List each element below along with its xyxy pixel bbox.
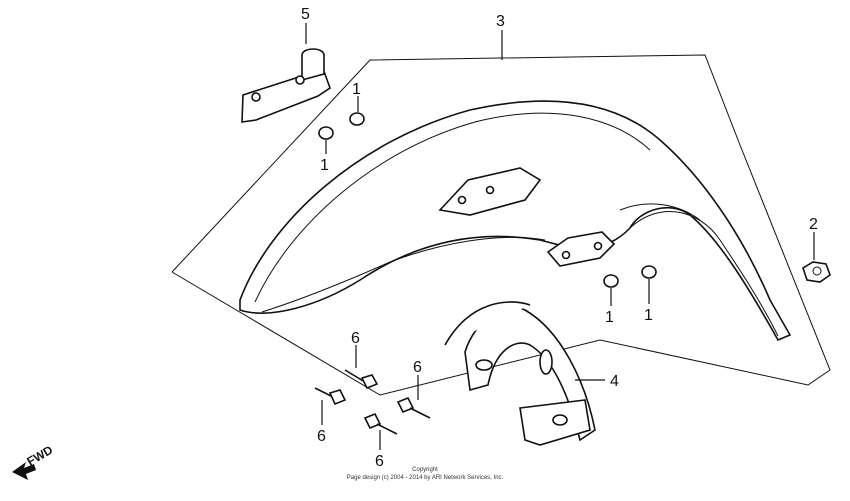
bolt-3[interactable] — [396, 396, 431, 419]
callout-3: 3 — [496, 13, 505, 30]
fender-clamp[interactable] — [241, 48, 331, 123]
callout-6a: 6 — [351, 330, 360, 347]
callout-6c: 6 — [317, 428, 326, 445]
callout-4: 4 — [610, 373, 619, 390]
grommet-2[interactable] — [318, 126, 334, 140]
bolt-2[interactable] — [314, 387, 347, 406]
copyright-line-1: Copyright — [412, 467, 438, 473]
fwd-label: FWD — [25, 443, 56, 469]
callout-6d: 6 — [375, 453, 384, 470]
fwd-indicator: FWD — [12, 443, 55, 480]
callout-1b: 1 — [320, 157, 329, 174]
assembly-outline — [171, 54, 831, 396]
flange-nut[interactable] — [802, 261, 831, 283]
grommet-3[interactable] — [603, 274, 619, 288]
fender-stay[interactable] — [444, 301, 596, 446]
grommet-4[interactable] — [641, 265, 657, 279]
fwd-arrow-icon — [12, 462, 36, 480]
front-fender[interactable] — [239, 100, 792, 342]
callout-1d: 1 — [644, 307, 653, 324]
leader-lines — [305, 23, 815, 450]
callout-1a: 1 — [352, 81, 361, 98]
grommet-1[interactable] — [349, 112, 365, 126]
callout-6b: 6 — [413, 359, 422, 376]
callout-1c: 1 — [605, 309, 614, 326]
callout-2: 2 — [809, 216, 818, 233]
callout-5: 5 — [301, 6, 310, 23]
copyright-line-2: Page design (c) 2004 - 2014 by ARI Netwo… — [347, 475, 504, 481]
bolt-4[interactable] — [363, 412, 398, 435]
bolt-1[interactable] — [344, 369, 379, 390]
